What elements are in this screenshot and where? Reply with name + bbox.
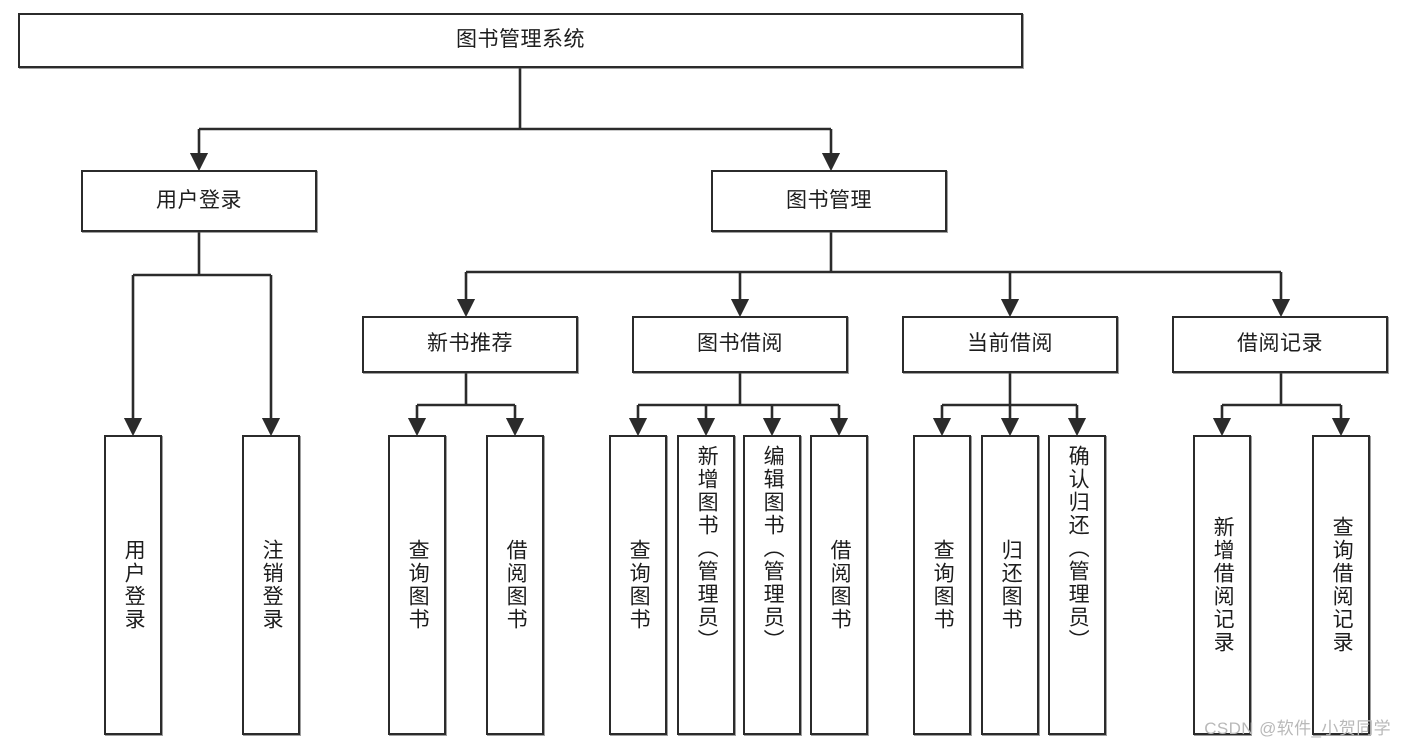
node-user-login[interactable]: 用户登录 — [81, 170, 317, 232]
node-book-manage[interactable]: 图书管理 — [711, 170, 947, 232]
node-new-book-recommend[interactable]: 新书推荐 — [362, 316, 578, 373]
leaf-borrow-book-2[interactable]: 借阅图书 — [810, 435, 868, 735]
leaf-query-book-2-label: 查询图书 — [627, 539, 651, 631]
node-new-book-recommend-label: 新书推荐 — [427, 332, 513, 356]
leaf-add-book-label: 新增图书（管理员） — [695, 445, 719, 652]
node-current-borrow-label: 当前借阅 — [967, 332, 1053, 356]
leaf-confirm-return[interactable]: 确认归还（管理员） — [1048, 435, 1106, 735]
leaf-query-book-3-label: 查询图书 — [931, 539, 955, 631]
node-book-borrow-label: 图书借阅 — [697, 332, 783, 356]
node-book-borrow[interactable]: 图书借阅 — [632, 316, 848, 373]
node-borrow-record-label: 借阅记录 — [1237, 332, 1323, 356]
leaf-return-book[interactable]: 归还图书 — [981, 435, 1039, 735]
leaf-edit-book-label: 编辑图书（管理员） — [761, 445, 785, 652]
node-current-borrow[interactable]: 当前借阅 — [902, 316, 1118, 373]
leaf-user-login-label: 用户登录 — [122, 539, 146, 631]
leaf-borrow-book-1-label: 借阅图书 — [504, 539, 528, 631]
leaf-borrow-book-1[interactable]: 借阅图书 — [486, 435, 544, 735]
leaf-edit-book[interactable]: 编辑图书（管理员） — [743, 435, 801, 735]
leaf-return-book-label: 归还图书 — [999, 539, 1023, 631]
leaf-confirm-return-label: 确认归还（管理员） — [1066, 445, 1090, 652]
watermark-text: CSDN @软件_小贺同学 — [1204, 719, 1391, 738]
leaf-add-record[interactable]: 新增借阅记录 — [1193, 435, 1251, 735]
leaf-query-record-label: 查询借阅记录 — [1330, 516, 1354, 654]
leaf-query-book-3[interactable]: 查询图书 — [913, 435, 971, 735]
leaf-user-login[interactable]: 用户登录 — [104, 435, 162, 735]
leaf-add-record-label: 新增借阅记录 — [1211, 516, 1235, 654]
leaf-query-book-1-label: 查询图书 — [406, 539, 430, 631]
leaf-query-book-1[interactable]: 查询图书 — [388, 435, 446, 735]
node-borrow-record[interactable]: 借阅记录 — [1172, 316, 1388, 373]
node-book-manage-label: 图书管理 — [786, 188, 872, 212]
leaf-logout-login-label: 注销登录 — [260, 539, 284, 631]
leaf-add-book[interactable]: 新增图书（管理员） — [677, 435, 735, 735]
node-root-label: 图书管理系统 — [456, 28, 585, 52]
node-root[interactable]: 图书管理系统 — [18, 13, 1023, 68]
leaf-borrow-book-2-label: 借阅图书 — [828, 539, 852, 631]
leaf-query-book-2[interactable]: 查询图书 — [609, 435, 667, 735]
node-user-login-label: 用户登录 — [156, 188, 242, 212]
leaf-query-record[interactable]: 查询借阅记录 — [1312, 435, 1370, 735]
leaf-logout-login[interactable]: 注销登录 — [242, 435, 300, 735]
